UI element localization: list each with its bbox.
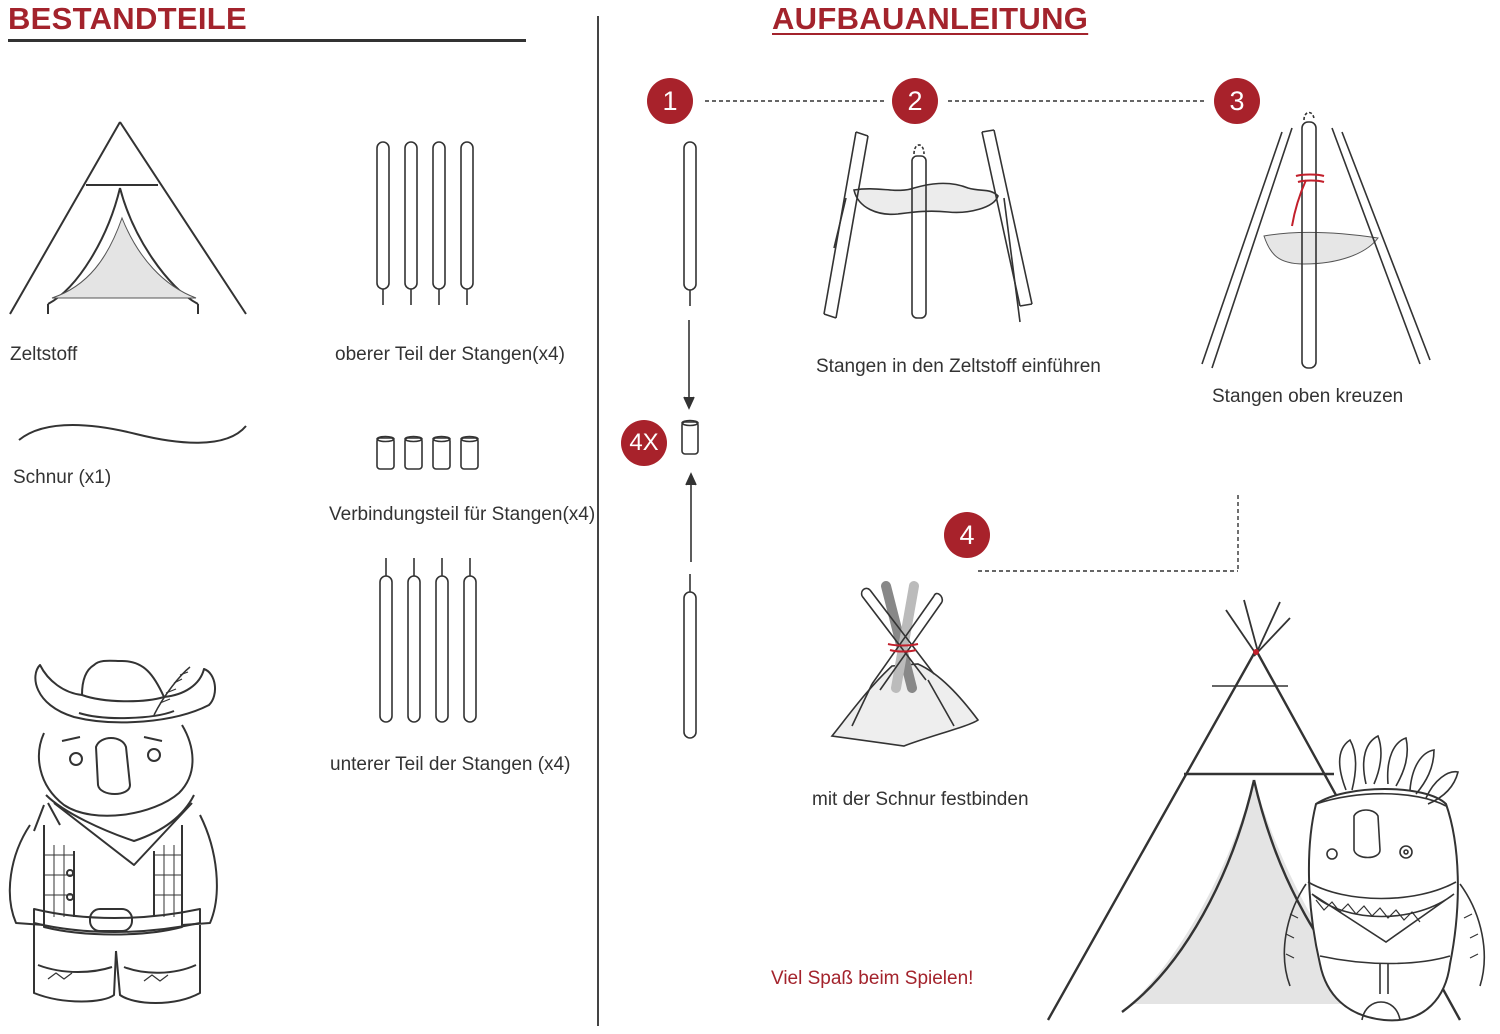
upper-poles-illustration — [374, 140, 479, 310]
connectors-illustration — [375, 435, 481, 473]
fabric-label: Zeltstoff — [10, 344, 78, 365]
step-4-badge: 4 — [944, 512, 990, 558]
cowboy-character-illustration — [4, 655, 224, 1023]
left-heading: BESTANDTEILE — [8, 1, 247, 36]
cord-label: Schnur (x1) — [13, 467, 112, 488]
step-4-caption: mit der Schnur festbinden — [812, 789, 1029, 810]
step-2-caption: Stangen in den Zeltstoff einführen — [816, 356, 1101, 377]
column-divider — [597, 16, 599, 1026]
step-3-badge: 3 — [1214, 78, 1260, 124]
step-2-badge: 2 — [892, 78, 938, 124]
step-4-tie-with-cord — [830, 576, 980, 748]
left-heading-underline — [8, 39, 526, 42]
step-3-poles-crossed — [1198, 114, 1432, 372]
upper-poles-label: oberer Teil der Stangen(x4) — [335, 344, 565, 365]
lower-poles-illustration — [376, 556, 481, 726]
multiplier-badge: 4X — [621, 420, 667, 466]
step-3-caption: Stangen oben kreuzen — [1212, 386, 1404, 407]
step-1-pole-assembly — [676, 138, 706, 742]
connectors-label: Verbindungsteil für Stangen(x4) — [329, 504, 596, 525]
cord-illustration — [16, 418, 250, 458]
step-2-poles-into-fabric — [818, 128, 1040, 324]
native-character-illustration — [1276, 734, 1494, 1028]
right-heading: AUFBAUANLEITUNG — [772, 1, 1089, 36]
step-1-badge: 1 — [647, 78, 693, 124]
tent-fabric-illustration — [8, 118, 248, 318]
closing-message: Viel Spaß beim Spielen! — [771, 968, 974, 989]
lower-poles-label: unterer Teil der Stangen (x4) — [330, 754, 571, 775]
